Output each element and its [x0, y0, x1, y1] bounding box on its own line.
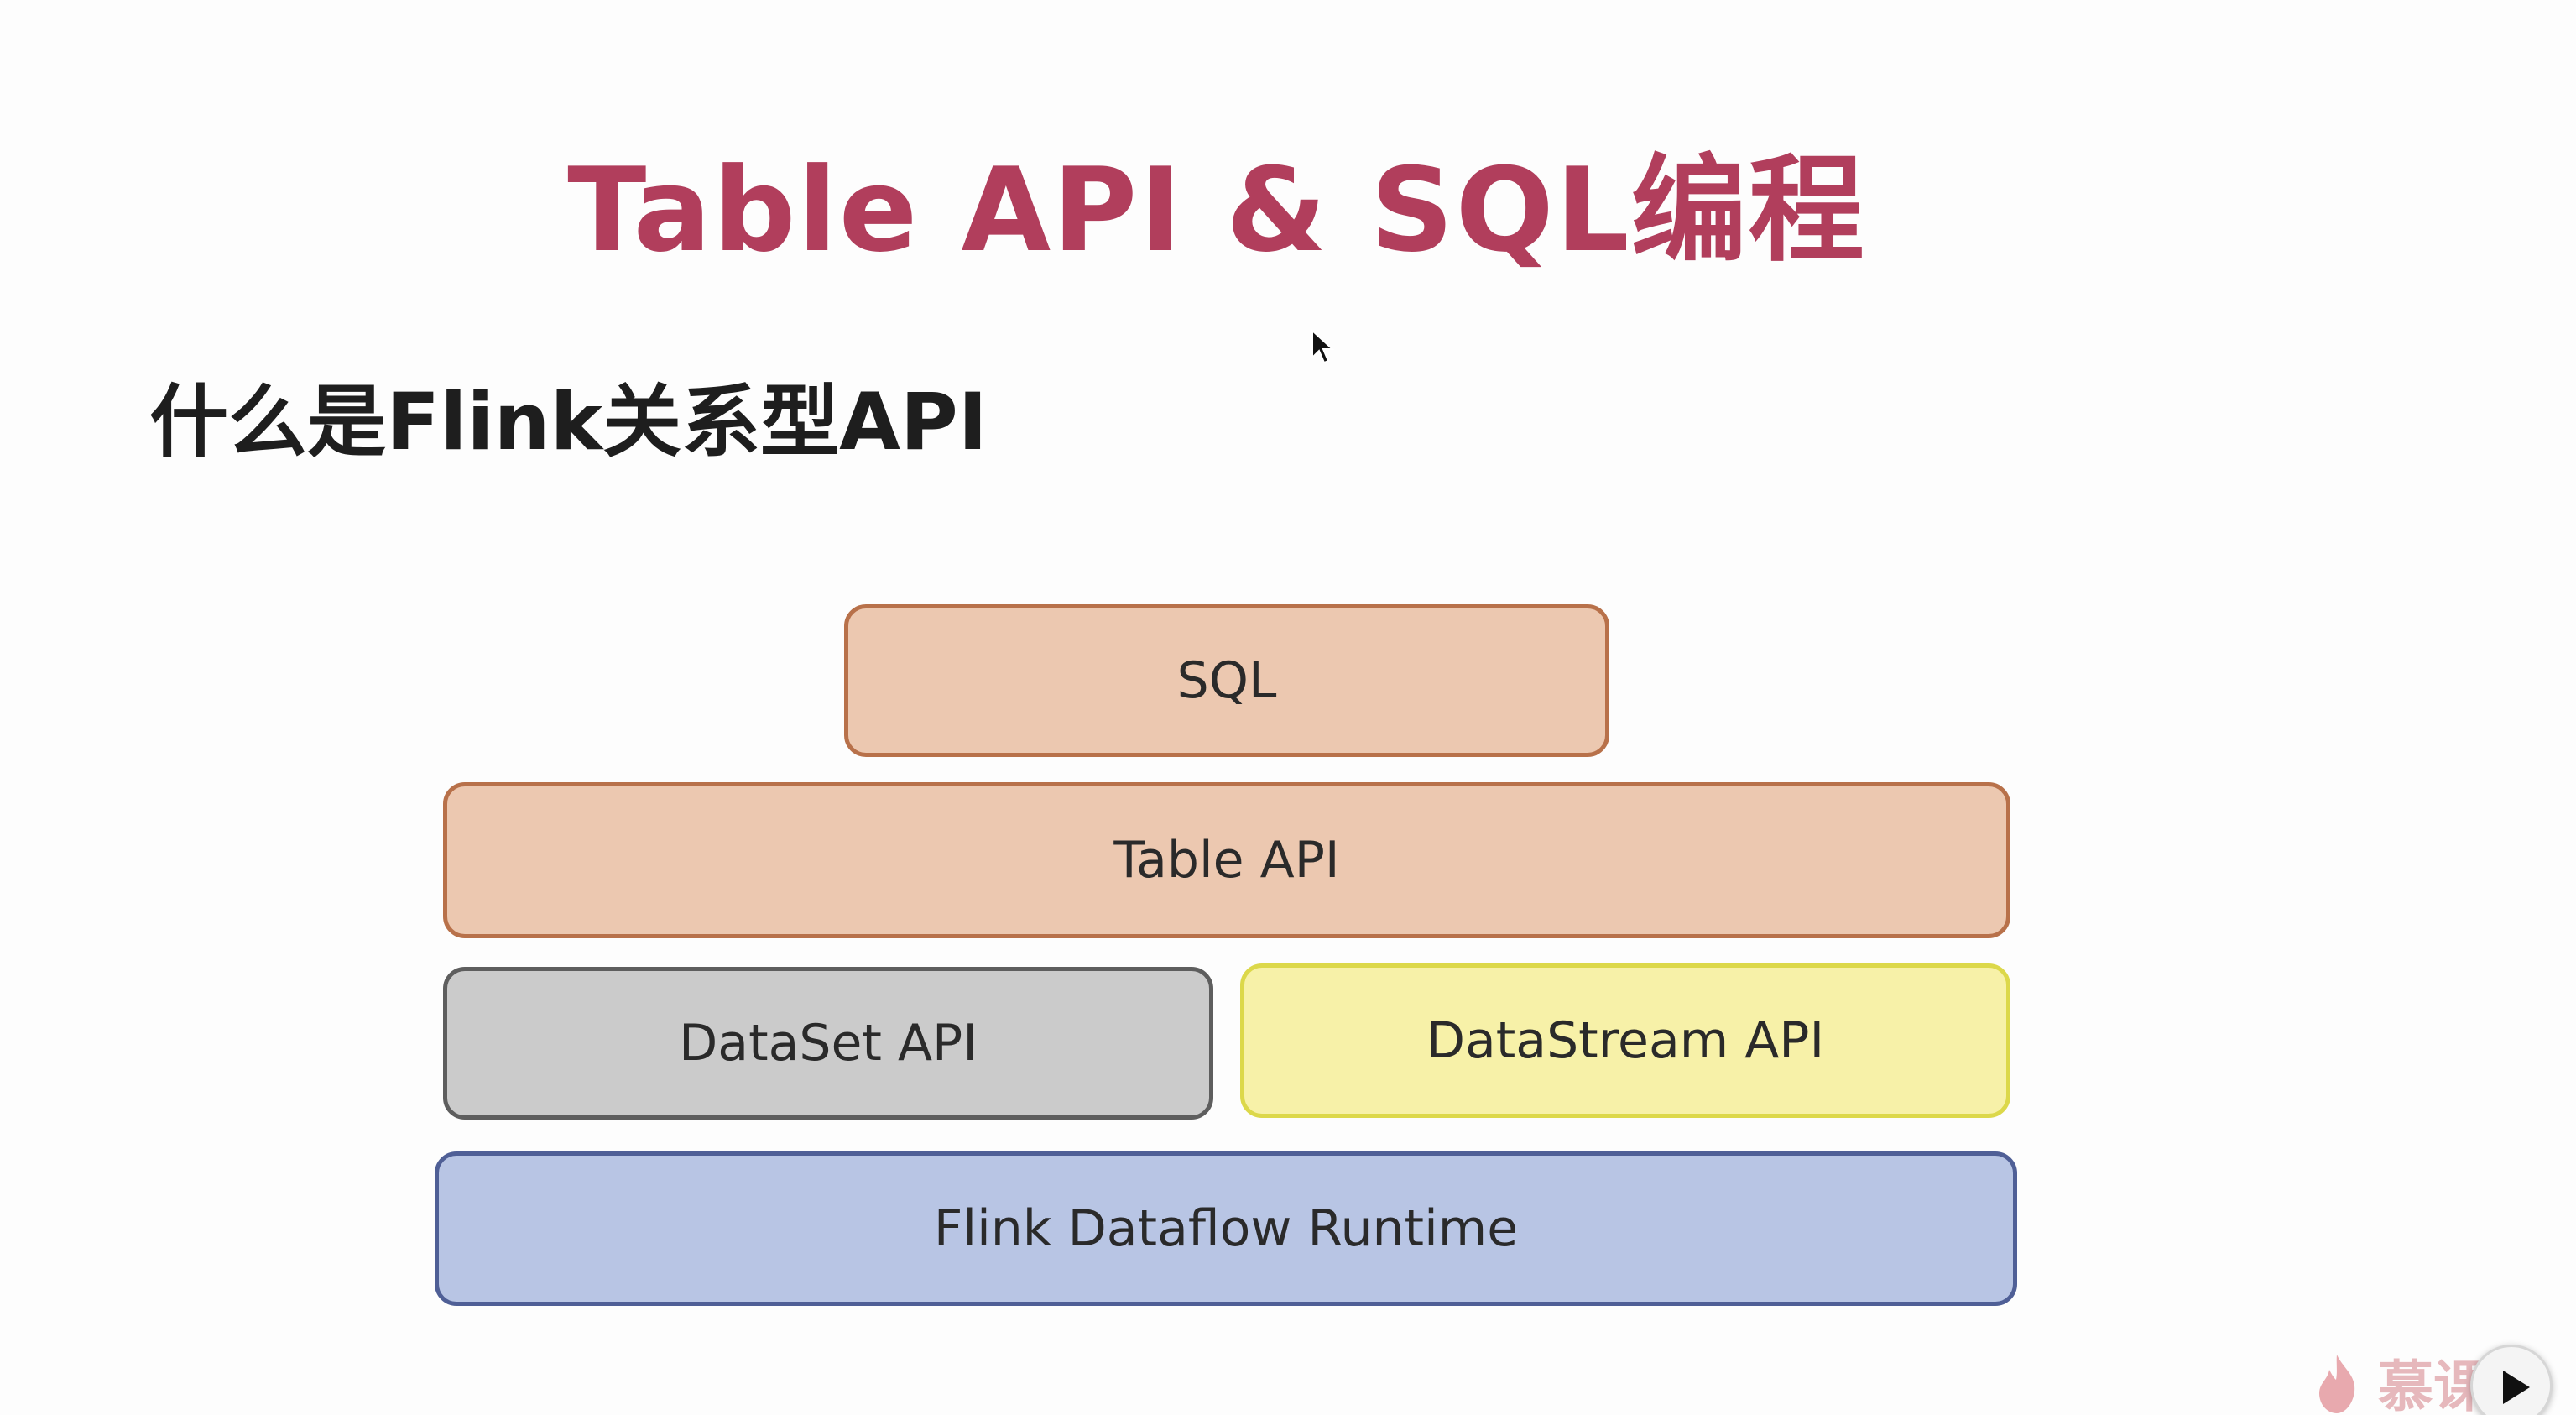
slide-subtitle: 什么是Flink关系型API — [149, 377, 988, 468]
table-api-layer: Table API — [443, 782, 2010, 938]
flink-runtime-layer-label: Flink Dataflow Runtime — [933, 1199, 1519, 1258]
flink-runtime-layer: Flink Dataflow Runtime — [435, 1151, 2017, 1306]
table-api-layer-label: Table API — [1113, 831, 1340, 890]
flame-logo-icon — [2319, 1355, 2355, 1413]
datastream-api-layer: DataStream API — [1240, 963, 2010, 1118]
sql-layer: SQL — [844, 604, 1609, 757]
play-icon — [2503, 1371, 2530, 1404]
dataset-api-layer: DataSet API — [443, 967, 1213, 1120]
datastream-api-layer-label: DataStream API — [1426, 1011, 1825, 1070]
dataset-api-layer-label: DataSet API — [679, 1014, 978, 1073]
sql-layer-label: SQL — [1176, 651, 1277, 710]
slide-title: Table API & SQL编程 — [567, 143, 1866, 278]
mouse-pointer-icon — [1311, 329, 1335, 364]
play-button[interactable] — [2470, 1345, 2553, 1415]
